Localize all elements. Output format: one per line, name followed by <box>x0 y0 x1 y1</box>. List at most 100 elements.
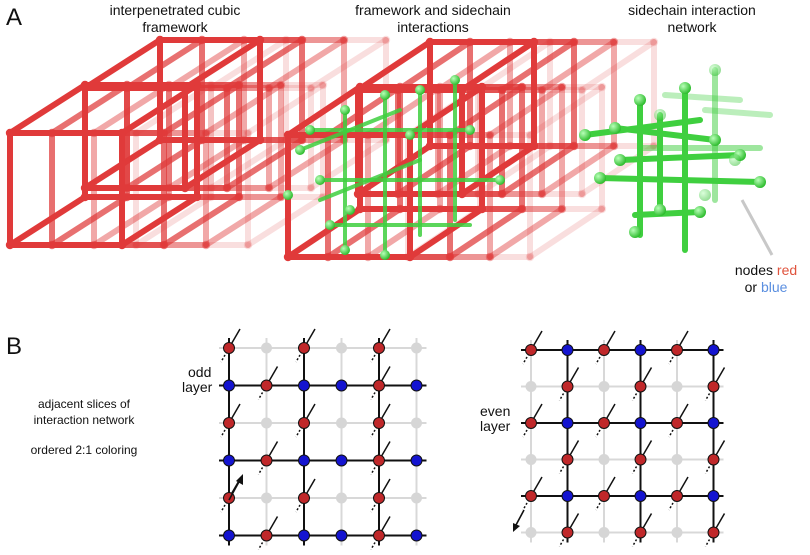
framework-cube-joint <box>222 83 232 93</box>
sidechain-stick-below <box>704 532 715 547</box>
framework-cube-joint <box>5 128 15 138</box>
framework-cube-joint <box>159 240 169 250</box>
grey-node <box>598 454 610 465</box>
sidechain-stick-below <box>295 497 305 513</box>
red-node <box>634 453 647 466</box>
blue-node <box>223 529 235 542</box>
sidechain-stick-below <box>558 459 569 474</box>
sidechain-stick-below <box>257 385 268 400</box>
sidechain-stick-below <box>220 347 230 363</box>
framework-cube-edge <box>579 39 657 93</box>
sidechain-node <box>340 245 350 255</box>
framework-cube-joint <box>425 37 435 47</box>
framework-sidechain-illustration <box>283 37 659 262</box>
sidechain-node <box>325 220 335 230</box>
framework-cube-joint <box>557 82 567 92</box>
red-node <box>671 344 683 356</box>
red-node <box>525 344 537 356</box>
framework-cube-edge <box>355 39 433 93</box>
sidechain-stick-below <box>220 497 230 513</box>
framework-cube-edge <box>395 39 473 93</box>
red-node <box>223 342 235 354</box>
framework-cube-joint <box>457 85 467 95</box>
blue-node <box>298 454 310 467</box>
blue-node <box>335 379 348 392</box>
sidechain-stick-below <box>668 422 678 438</box>
grey-node <box>411 417 422 429</box>
framework-cube-joint <box>222 183 232 193</box>
framework-cube-edge <box>365 206 443 260</box>
framework-cube-joint <box>597 204 607 214</box>
framework-cube-joint <box>425 141 435 151</box>
framework-cube-edge <box>124 37 205 91</box>
framework-cube-joint <box>264 83 274 93</box>
sidechain-node <box>415 85 425 95</box>
framework-cube-joint <box>255 135 265 145</box>
framework-cube-joint <box>306 83 316 93</box>
framework-cube-edge <box>91 82 172 136</box>
framework-cube-joint <box>155 135 165 145</box>
framework-cube-edge <box>182 137 263 191</box>
framework-cube-edge <box>266 37 347 91</box>
framework-cube-joint <box>485 252 495 262</box>
red-node <box>707 453 720 466</box>
grey-node <box>411 492 422 504</box>
framework-cube-edge <box>447 206 525 260</box>
framework-cube-edge <box>133 194 214 248</box>
sidechain-node <box>654 204 666 216</box>
sidechain-stick-below <box>595 422 605 438</box>
grey-node <box>671 527 683 538</box>
sidechain-node <box>579 129 591 141</box>
sidechain-stick-below <box>631 459 642 474</box>
framework-cube-joint <box>525 252 535 262</box>
sidechain-rod <box>632 209 703 218</box>
framework-cube-joint <box>80 192 90 202</box>
framework-cube-joint <box>353 189 363 199</box>
framework-cube-joint <box>5 240 15 250</box>
even-layer-label: even layer <box>478 404 513 434</box>
framework-cube-joint <box>477 204 487 214</box>
sidechain-node <box>305 125 315 135</box>
sidechain-stick-below <box>257 535 268 550</box>
blue-node <box>335 454 348 467</box>
framework-cube-joint <box>80 183 90 193</box>
sidechain-rod <box>298 108 402 152</box>
blue-node <box>223 454 235 467</box>
framework-cube-joint <box>180 83 190 93</box>
desc-line3: ordered 2:1 coloring <box>30 443 138 457</box>
grey-node <box>525 527 537 538</box>
framework-cube-edge <box>539 39 617 93</box>
framework-cube-edge <box>407 206 485 260</box>
panel-b-description: adjacent slices of interaction network o… <box>0 396 168 458</box>
framework-cube-joint <box>355 204 365 214</box>
framework-cube-edge <box>435 143 513 197</box>
framework-cube-joint <box>283 130 293 140</box>
odd-layer-label: odd layer <box>180 365 215 395</box>
framework-cube-edge <box>527 84 605 138</box>
odd-layer-grid <box>219 328 427 550</box>
sidechain-node <box>634 94 646 106</box>
framework-cube-joint <box>597 82 607 92</box>
red-node <box>373 529 385 542</box>
framework-cube-edge <box>224 37 305 91</box>
nodes-label-line2: or blue <box>724 279 808 296</box>
red-node <box>373 492 385 504</box>
nodes-blue-word: blue <box>760 279 788 295</box>
grey-node <box>598 381 610 392</box>
framework-cube-edge <box>487 206 565 260</box>
framework-cube-joint <box>201 240 211 250</box>
col1-title: interpenetrated cubic framework <box>60 2 290 36</box>
sidechain-node <box>629 226 641 238</box>
framework-cube-edge <box>266 137 347 191</box>
grey-node <box>261 417 272 429</box>
sidechain-stick-below <box>704 386 715 401</box>
grey-node <box>671 454 683 465</box>
sidechain-stick-below <box>370 497 380 513</box>
nodes-pointer-line <box>740 199 774 256</box>
blue-node <box>223 379 235 392</box>
framework-cube-edge <box>182 37 263 91</box>
red-node <box>223 417 235 429</box>
sidechain-stick-below <box>295 422 305 438</box>
nodes-label-line1: nodes red <box>724 262 808 279</box>
sidechain-rod <box>318 158 422 202</box>
